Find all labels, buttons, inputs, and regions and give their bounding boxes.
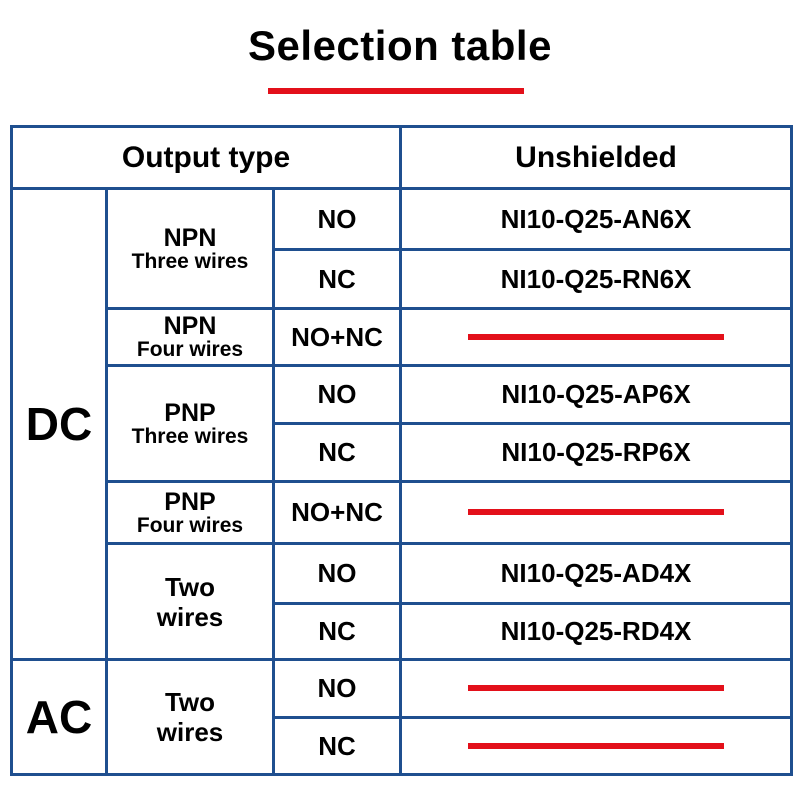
output-type-line1: Two <box>164 687 216 717</box>
output-type-cell: Two wires <box>105 658 275 776</box>
contact-cell: NO <box>271 187 403 251</box>
model-cell: NI10-Q25-AP6X <box>399 364 794 425</box>
output-type-main: NPN <box>163 312 217 340</box>
unavailable-dash <box>468 509 725 516</box>
group-label-dc: DC <box>10 187 108 661</box>
contact-cell: NO <box>271 542 403 605</box>
model-cell: NI10-Q25-AN6X <box>399 187 794 251</box>
model-cell-unavailable <box>399 716 794 776</box>
output-type-line2: wires <box>156 717 224 747</box>
unavailable-dash <box>468 333 725 340</box>
header-output-type: Output type <box>9 125 403 190</box>
output-type-sub: Three wires <box>131 249 249 273</box>
contact-cell: NC <box>271 248 403 310</box>
output-type-main: PNP <box>164 398 216 427</box>
output-type-cell: PNP Three wires <box>105 364 275 483</box>
output-type-sub: Four wires <box>136 338 244 361</box>
output-type-sub: Four wires <box>136 513 244 537</box>
group-label-ac: AC <box>10 658 108 776</box>
model-cell: NI10-Q25-RD4X <box>399 602 794 661</box>
output-type-cell: Two wires <box>105 542 275 661</box>
model-cell: NI10-Q25-RN6X <box>399 248 794 310</box>
model-cell-unavailable <box>399 307 794 367</box>
contact-cell: NO+NC <box>271 307 403 367</box>
selection-table: Output type Unshielded DC NPN Three wire… <box>9 125 794 776</box>
model-cell-unavailable <box>399 480 794 545</box>
output-type-line2: wires <box>156 601 224 632</box>
contact-cell: NO <box>271 658 403 719</box>
page-title: Selection table <box>248 22 552 69</box>
header-unshielded: Unshielded <box>399 125 794 190</box>
output-type-cell: NPN Four wires <box>105 307 275 367</box>
contact-cell: NO+NC <box>271 480 403 545</box>
unavailable-dash <box>468 685 725 692</box>
contact-cell: NC <box>271 716 403 776</box>
model-cell: NI10-Q25-RP6X <box>399 422 794 483</box>
output-type-sub: Three wires <box>131 424 249 448</box>
output-type-cell: NPN Three wires <box>105 187 275 310</box>
contact-cell: NO <box>271 364 403 425</box>
unavailable-dash <box>468 742 725 749</box>
model-cell-unavailable <box>399 658 794 719</box>
output-type-main: PNP <box>164 487 216 516</box>
model-cell: NI10-Q25-AD4X <box>399 542 794 605</box>
output-type-main: NPN <box>163 223 217 252</box>
contact-cell: NC <box>271 422 403 483</box>
output-type-cell: PNP Four wires <box>105 480 275 545</box>
contact-cell: NC <box>271 602 403 661</box>
title-underline <box>268 88 524 94</box>
output-type-line1: Two <box>164 571 216 602</box>
